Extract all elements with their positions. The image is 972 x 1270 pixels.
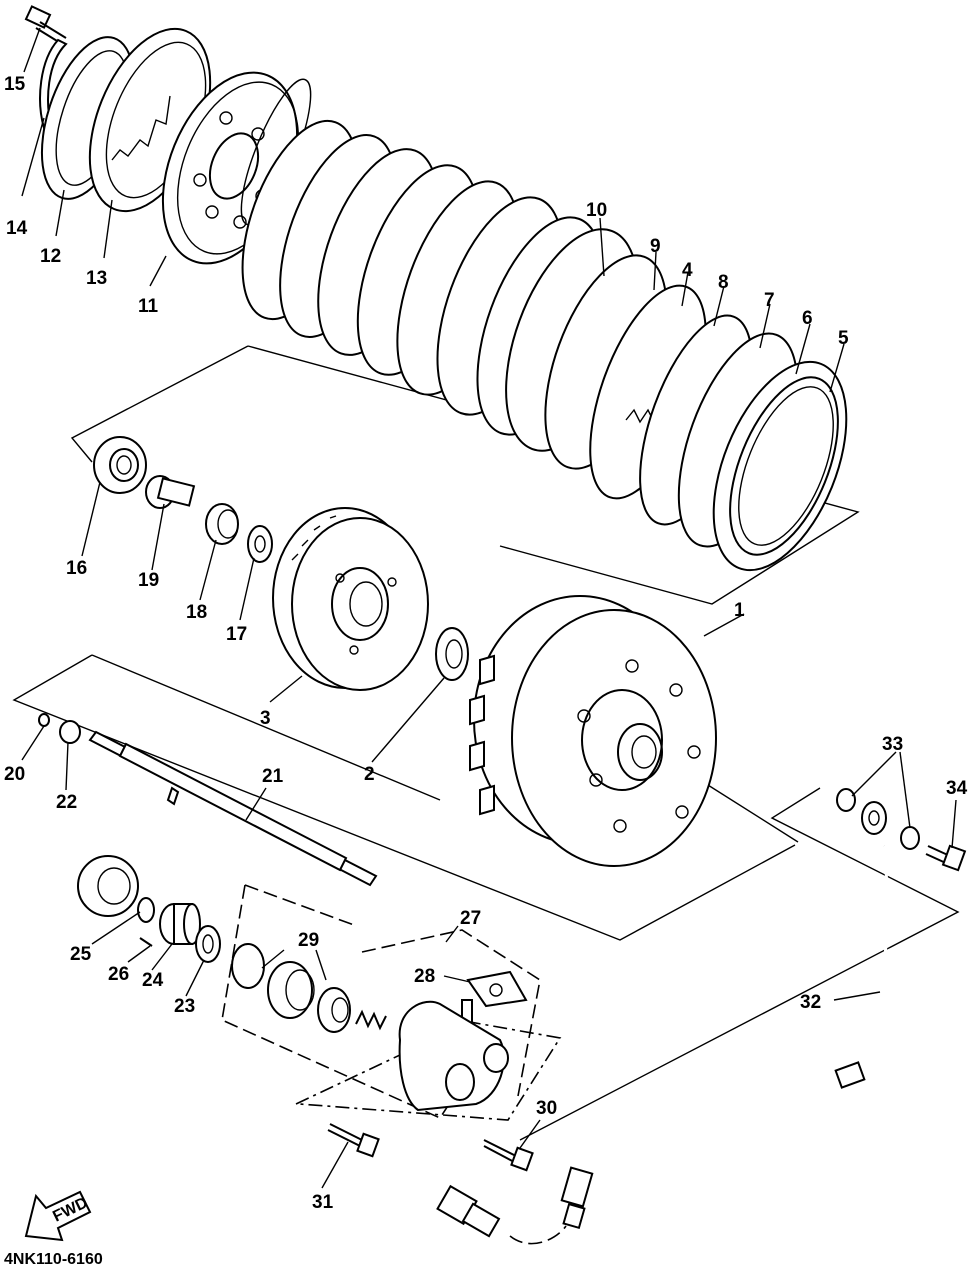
primary-driven-gear-3 (272, 507, 429, 691)
callout-26: 26 (108, 964, 129, 985)
callout-9: 9 (650, 236, 661, 257)
callout-5: 5 (838, 328, 849, 349)
callout-21: 21 (262, 766, 284, 787)
hose-32 (560, 845, 889, 1230)
callout-13: 13 (86, 268, 107, 289)
diagram-code: 4NK110-6160 (4, 1251, 103, 1268)
slave-cylinder-27 (398, 1000, 509, 1112)
spacer-19 (145, 475, 196, 509)
washer-17 (247, 525, 273, 563)
callout-labels: 1 2 3 4 5 6 7 8 9 10 11 12 13 14 15 16 1… (4, 74, 968, 1213)
oil-seal-25 (77, 855, 139, 917)
callout-28: 28 (414, 966, 435, 987)
ball-22 (59, 720, 81, 744)
callout-34: 34 (946, 778, 968, 799)
callout-24: 24 (142, 970, 164, 991)
clutch-plate-stack (241, 119, 848, 572)
callout-30: 30 (536, 1098, 557, 1119)
clutch-boss-1 (469, 595, 717, 867)
callout-22: 22 (56, 792, 77, 813)
callout-6: 6 (802, 308, 813, 329)
push-rod-21 (88, 730, 378, 887)
callout-18: 18 (186, 602, 207, 623)
bracket-28 (461, 970, 528, 1029)
washer-2 (435, 627, 469, 681)
banjo-fitting (861, 801, 887, 835)
washer-23 (195, 925, 221, 963)
callout-20: 20 (4, 764, 25, 785)
fwd-arrow: FWD (24, 1190, 92, 1242)
bolt-30 (483, 1139, 534, 1172)
callout-2: 2 (364, 764, 375, 785)
washer-33 (836, 788, 920, 850)
callout-12: 12 (40, 246, 61, 267)
callout-14: 14 (6, 218, 28, 239)
piston-kit-29 (231, 943, 387, 1033)
circlip-26 (137, 897, 155, 947)
collar-18 (205, 503, 239, 545)
callout-25: 25 (70, 944, 92, 965)
callout-3: 3 (260, 708, 271, 729)
bearing-16 (93, 436, 147, 494)
callout-10: 10 (586, 200, 607, 221)
callout-29: 29 (298, 930, 319, 951)
callout-7: 7 (764, 290, 775, 311)
callout-19: 19 (138, 570, 159, 591)
callout-11: 11 (138, 296, 159, 317)
callout-4: 4 (682, 260, 693, 281)
bolt-15 (24, 5, 67, 45)
leader-lines (21, 27, 957, 1189)
callout-33: 33 (882, 734, 903, 755)
callout-15: 15 (4, 74, 26, 95)
hose-end-fitting (436, 1184, 567, 1245)
ring-5 (712, 360, 848, 572)
union-bolt-34 (925, 844, 967, 872)
callout-1: 1 (734, 600, 745, 621)
callout-8: 8 (718, 272, 729, 293)
bolt-31 (327, 1123, 380, 1158)
callout-32: 32 (800, 992, 821, 1013)
oring-20 (38, 713, 50, 727)
callout-16: 16 (66, 558, 87, 579)
bushing-24 (159, 903, 201, 945)
callout-31: 31 (312, 1192, 334, 1213)
callout-23: 23 (174, 996, 195, 1017)
callout-27: 27 (460, 908, 481, 929)
callout-17: 17 (226, 624, 247, 645)
